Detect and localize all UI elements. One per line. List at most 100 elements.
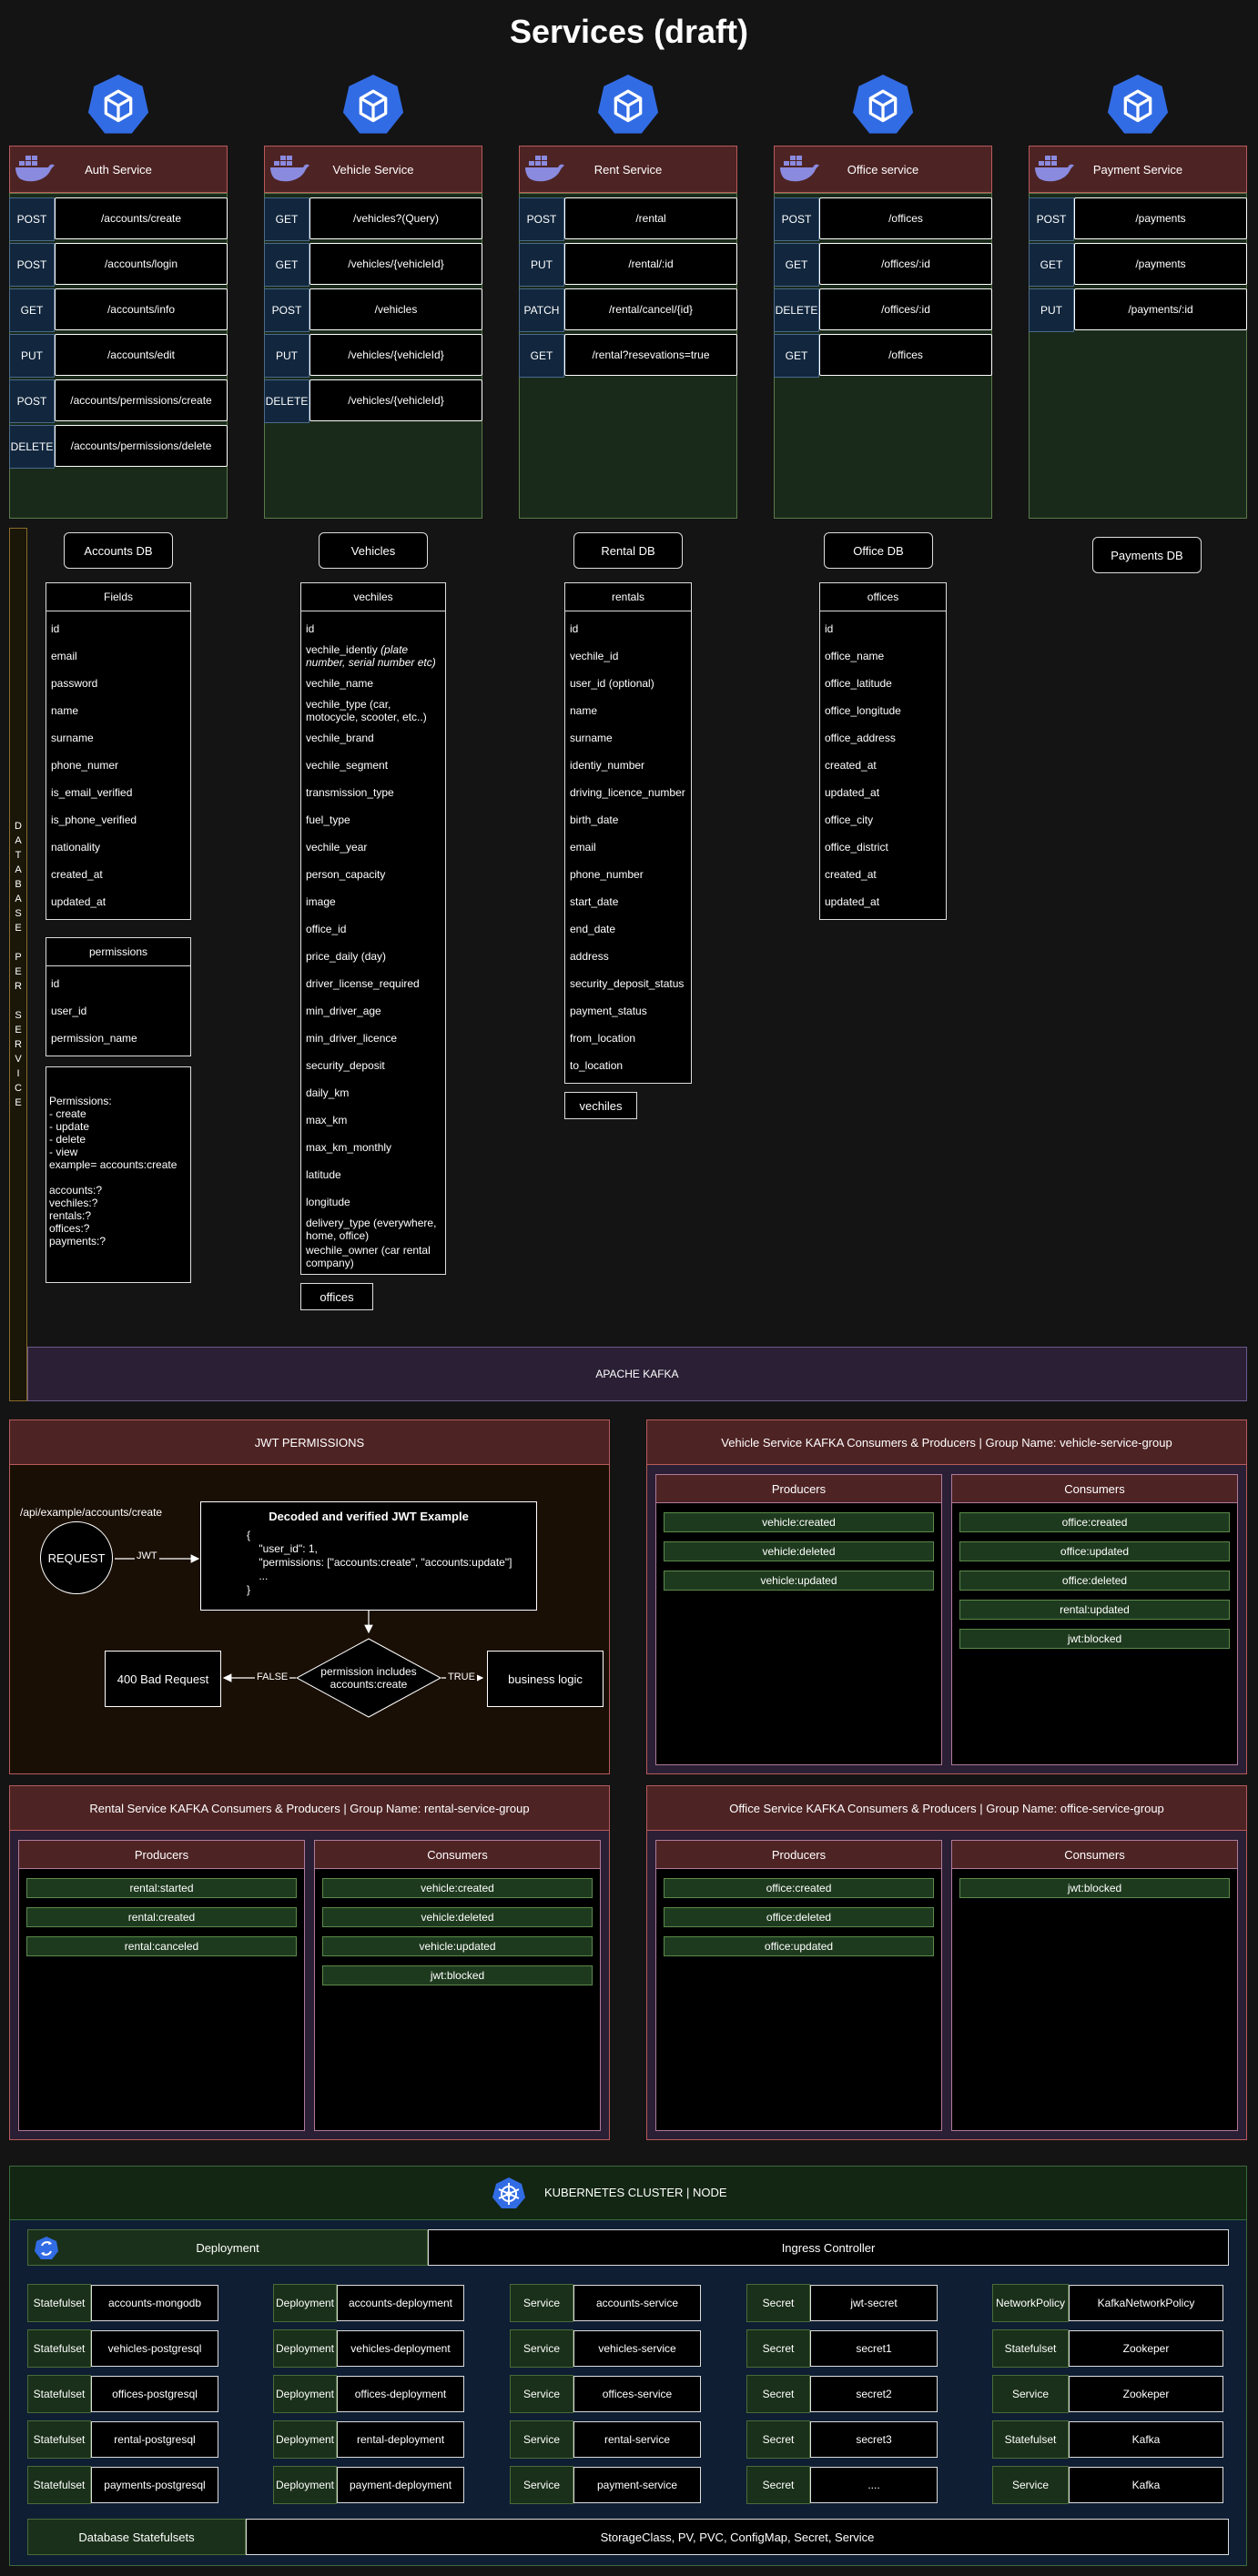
kubernetes-service-icon (850, 73, 916, 138)
field-name: office_id (306, 923, 347, 935)
kubernetes-service-icon (340, 73, 406, 138)
k8s-resource-name: Kafka (1069, 2421, 1223, 2458)
kafka-topic: office:updated (664, 1936, 934, 1956)
k8s-resource-name: payments-postgresql (91, 2467, 218, 2503)
endpoint-path: /payments (1074, 197, 1247, 239)
table-field: max_km_monthly (301, 1134, 445, 1161)
k8s-resource-name: secret2 (810, 2376, 938, 2412)
kafka-consumers-list: jwt:blocked (952, 1869, 1237, 1916)
table-field: max_km (301, 1106, 445, 1134)
true-label: TRUE (446, 1672, 477, 1682)
table-field: surname (51, 732, 94, 744)
field-name: min_driver_age (306, 1005, 381, 1017)
field-name: wechile_owner (car rental company) (306, 1244, 431, 1269)
kafka-topic: office:deleted (664, 1907, 934, 1927)
k8s-resource-name: accounts-deployment (337, 2285, 464, 2321)
endpoint-method: POST (9, 243, 55, 287)
table-field: email (570, 841, 596, 854)
kafka-topic: rental:updated (959, 1600, 1230, 1620)
table-field: created_at (51, 868, 103, 881)
kafka-topic: jwt:blocked (959, 1878, 1230, 1898)
endpoint-method: PUT (264, 334, 309, 378)
table-field: security_deposit_status (570, 977, 685, 990)
table-field: longitude (301, 1188, 445, 1216)
endpoint-method: GET (264, 243, 309, 287)
table-field: price_daily (day) (301, 943, 445, 970)
db-statefulsets-bar: Database Statefulsets (27, 2519, 246, 2555)
table-field: is_email_verified (51, 786, 133, 799)
permissions-note: Permissions: - create - update - delete … (46, 1066, 191, 1283)
table-field: min_driver_licence (301, 1025, 445, 1052)
decoded-jwt-title: Decoded and verified JWT Example (269, 1510, 469, 1523)
endpoint-path: /vehicles?(Query) (309, 197, 482, 239)
field-name: image (306, 895, 336, 908)
endpoint-method: DELETE (774, 288, 819, 332)
table-field: wechile_owner (car rental company) (301, 1243, 445, 1270)
table-field: security_deposit (301, 1052, 445, 1079)
table-field: office_city (825, 813, 874, 826)
db-label-payments_db: Payments DB (1092, 537, 1202, 573)
kafka-producers-header: Producers (656, 1841, 941, 1869)
kafka-topic: office:deleted (959, 1571, 1230, 1591)
table-field: id (570, 622, 579, 635)
table-field: id (301, 615, 445, 642)
service-body (1029, 193, 1247, 519)
table-field: name (51, 704, 79, 717)
docker-icon (778, 154, 820, 187)
kafka-consumers-column: Consumers jwt:blocked (951, 1840, 1238, 2131)
field-name: driver_license_required (306, 977, 420, 990)
field-name: daily_km (306, 1086, 350, 1099)
service-name: Vehicle Service (332, 162, 414, 177)
field-name: person_capacity (306, 868, 386, 881)
k8s-resource-name: rental-postgresql (91, 2421, 218, 2458)
kafka-topic: office:created (664, 1878, 934, 1898)
field-name: fuel_type (306, 813, 350, 826)
jwt-arrow-label: JWT (135, 1551, 159, 1561)
k8s-resource-name: secret1 (810, 2330, 938, 2367)
table-field: email (51, 650, 77, 662)
permission-decision-diamond (295, 1638, 442, 1718)
endpoint-method: GET (774, 334, 819, 378)
table-field: fuel_type (301, 806, 445, 833)
k8s-resource-name: vehicles-postgresql (91, 2330, 218, 2367)
business-logic-box: business logic (487, 1651, 604, 1707)
endpoint-method: PATCH (519, 288, 564, 332)
k8s-resource-kind: Service (992, 2375, 1069, 2413)
service-name: Auth Service (85, 162, 152, 177)
endpoint-method: DELETE (264, 379, 309, 423)
docker-icon (14, 154, 56, 187)
k8s-resource-kind: Secret (746, 2420, 810, 2459)
table-name: rentals (565, 583, 691, 611)
k8s-resource-name: accounts-mongodb (91, 2285, 218, 2321)
table-field: birth_date (570, 813, 619, 826)
table-name: Fields (46, 583, 190, 611)
table-field: vechile_name (301, 670, 445, 697)
k8s-resource-kind: Secret (746, 2329, 810, 2368)
endpoint-method: PUT (9, 334, 55, 378)
k8s-resource-kind: Service (510, 2466, 573, 2504)
table-field: to_location (570, 1059, 624, 1072)
endpoint-path: /vehicles/{vehicleId} (309, 379, 482, 421)
endpoint-path: /rental/cancel/{id} (564, 288, 737, 330)
service-header: Office service (774, 146, 992, 193)
kafka-consumers-header: Consumers (952, 1841, 1237, 1869)
table-field: driver_license_required (301, 970, 445, 997)
table-ref-offices: offices (300, 1283, 373, 1310)
table-field: id (825, 622, 834, 635)
kubernetes-service-icon (86, 73, 151, 138)
table-field: daily_km (301, 1079, 445, 1106)
k8s-resource-name: Zookeper (1069, 2376, 1223, 2412)
k8s-resource-kind: Service (510, 2375, 573, 2413)
endpoint-path: /payments (1074, 243, 1247, 285)
endpoint-path: /offices (819, 197, 992, 239)
field-name: vechile_type (car, motocycle, scooter, e… (306, 698, 427, 723)
field-name: vechile_segment (306, 759, 389, 772)
kafka-topic: rental:started (26, 1878, 297, 1898)
decision-text: permission includes accounts:create (320, 1665, 417, 1691)
